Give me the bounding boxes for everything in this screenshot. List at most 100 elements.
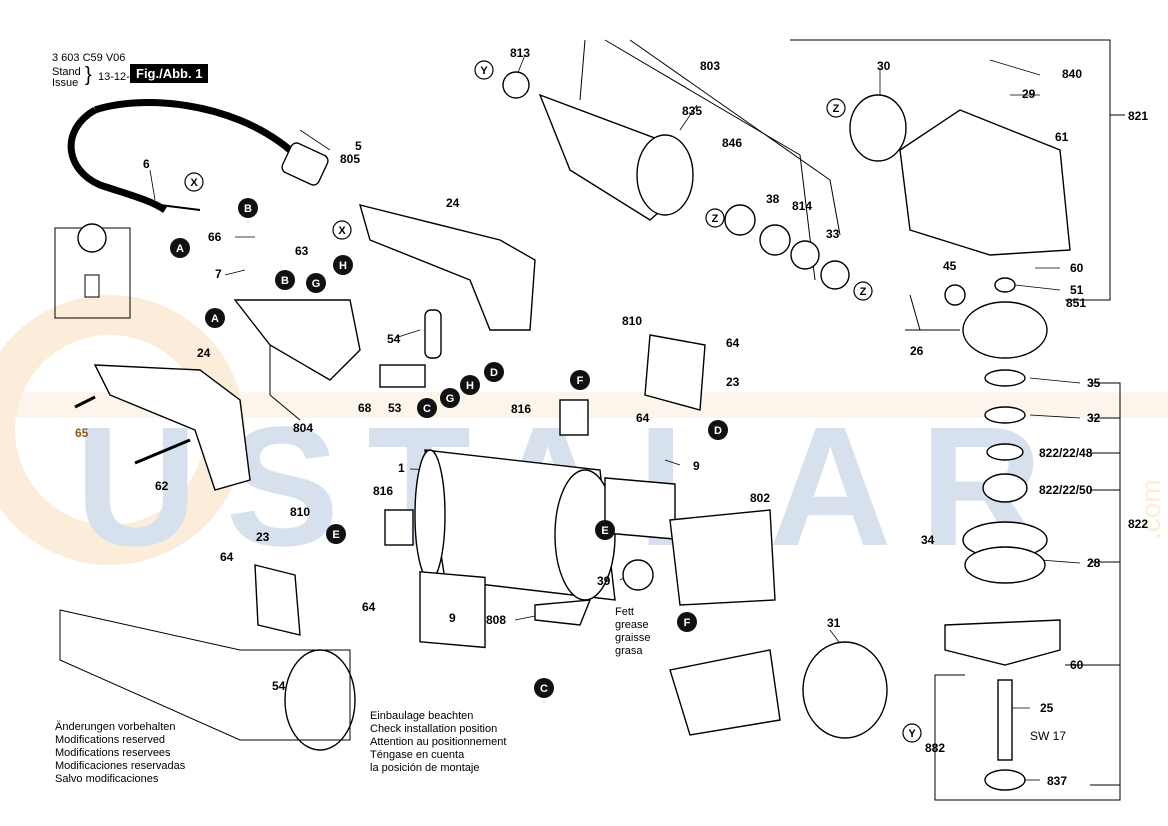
callout-822-48: 822/22/48 [1039, 446, 1093, 460]
ring-32 [984, 406, 1026, 424]
callout-24-left: 24 [197, 346, 211, 360]
grease-note: Fett grease graisse grasa [615, 606, 650, 658]
grease-39 [622, 559, 654, 591]
badge-e-brush: E [332, 529, 339, 541]
install-detail [59, 609, 351, 741]
callout-851: 851 [1066, 296, 1086, 310]
callout-9-right: 9 [693, 459, 700, 473]
callout-30: 30 [877, 59, 891, 73]
badge-a-switch: A [211, 313, 219, 325]
callout-822-50: 822/22/50 [1039, 483, 1093, 497]
badge-f-field: F [684, 617, 691, 629]
badge-z-top: Z [833, 103, 840, 115]
field-lower [669, 649, 781, 736]
handle-top [358, 204, 536, 331]
callout-31: 31 [827, 616, 841, 630]
capacitor [424, 309, 442, 359]
callout-34: 34 [921, 533, 935, 547]
switch-unit [233, 299, 361, 381]
bearing-35 [984, 369, 1026, 387]
bearing-51 [994, 277, 1016, 293]
grease-es: grasa [615, 645, 643, 657]
callout-64-a: 64 [726, 336, 740, 350]
callout-65: 65 [75, 426, 89, 440]
circlip-48 [986, 443, 1024, 461]
callout-25: 25 [1040, 701, 1054, 715]
cover-23b [254, 564, 301, 636]
badge-z-mid: Z [712, 213, 719, 225]
suppressor [379, 364, 426, 388]
callout-63: 63 [295, 244, 309, 258]
ring-28 [964, 546, 1046, 584]
part-808 [534, 599, 592, 626]
callout-810-left: 810 [290, 505, 310, 519]
mains-plug [281, 142, 329, 186]
changes-note: Änderungen vorbehalten Modifications res… [55, 721, 186, 785]
callout-39: 39 [597, 574, 611, 588]
badge-c-field: C [540, 683, 548, 695]
callout-805: 805 [340, 152, 360, 166]
cover-30 [849, 94, 907, 162]
reference-badges-outline [184, 60, 922, 743]
badge-x-handle: X [338, 225, 346, 237]
callout-816-top: 816 [511, 402, 531, 416]
callout-6: 6 [143, 157, 150, 171]
badge-d-field: D [714, 425, 722, 437]
washer-846 [724, 204, 756, 236]
part-drawings [54, 71, 1071, 791]
callout-51: 51 [1070, 283, 1084, 297]
callout-813: 813 [510, 46, 530, 60]
issue-label: Issue [52, 77, 79, 89]
callout-24-top: 24 [446, 196, 460, 210]
callout-835: 835 [682, 104, 702, 118]
badge-b-cord: B [244, 203, 252, 215]
callout-810-top: 810 [622, 314, 642, 328]
stand-label: Stand [52, 66, 81, 78]
install-note: Einbaulage beachten Check installation p… [370, 710, 507, 774]
callout-64-b: 64 [636, 411, 650, 425]
bracket-822 [1090, 382, 1121, 786]
callout-29: 29 [1022, 87, 1036, 101]
field-802 [669, 509, 776, 606]
flange [944, 619, 1061, 666]
gear-head [899, 109, 1071, 256]
callout-802: 802 [750, 491, 770, 505]
callout-821: 821 [1128, 109, 1148, 123]
callout-61: 61 [1055, 130, 1069, 144]
callout-54-detail: 54 [272, 679, 286, 693]
callout-23-right: 23 [726, 375, 740, 389]
callout-28: 28 [1087, 556, 1101, 570]
badge-h-suppressor: H [466, 380, 474, 392]
callout-60-bottom: 60 [1070, 658, 1084, 672]
callout-53: 53 [388, 401, 402, 415]
reference-badges-outline-text: Y X X Z Z Z Y [190, 65, 916, 740]
badge-d-suppressor: D [490, 367, 498, 379]
callout-32: 32 [1087, 411, 1101, 425]
cover-23a [644, 334, 706, 411]
callout-26: 26 [910, 344, 924, 358]
callout-labels: 813 803 835 846 38 814 33 30 840 29 821 … [75, 46, 1148, 788]
bracket-821 [790, 39, 1111, 301]
power-cord [67, 106, 167, 213]
badge-h-switch: H [339, 260, 347, 272]
reference-badges-filled-text: B A B G H A D H G C F D E E F C [176, 203, 722, 695]
callout-66: 66 [208, 230, 222, 244]
grease-fr: graisse [615, 632, 651, 644]
figure-label: Fig./Abb. 1 [130, 64, 209, 83]
grease-de: Fett [615, 606, 634, 618]
callout-837: 837 [1047, 774, 1067, 788]
brush-holder-816a [559, 399, 589, 436]
callout-816-left: 816 [373, 484, 393, 498]
bearing-813 [502, 71, 530, 99]
callout-33: 33 [826, 227, 840, 241]
callout-38: 38 [766, 192, 780, 206]
badge-y-top: Y [480, 65, 488, 77]
callout-23-left: 23 [256, 530, 270, 544]
screw-62 [134, 438, 191, 465]
bevel-gear-26 [962, 301, 1048, 359]
callout-840: 840 [1062, 67, 1082, 81]
bearing-38 [759, 224, 791, 256]
callout-9-left: 9 [449, 611, 456, 625]
badge-e-field: E [601, 525, 608, 537]
doc-number: 3 603 C59 V06 [52, 52, 126, 64]
